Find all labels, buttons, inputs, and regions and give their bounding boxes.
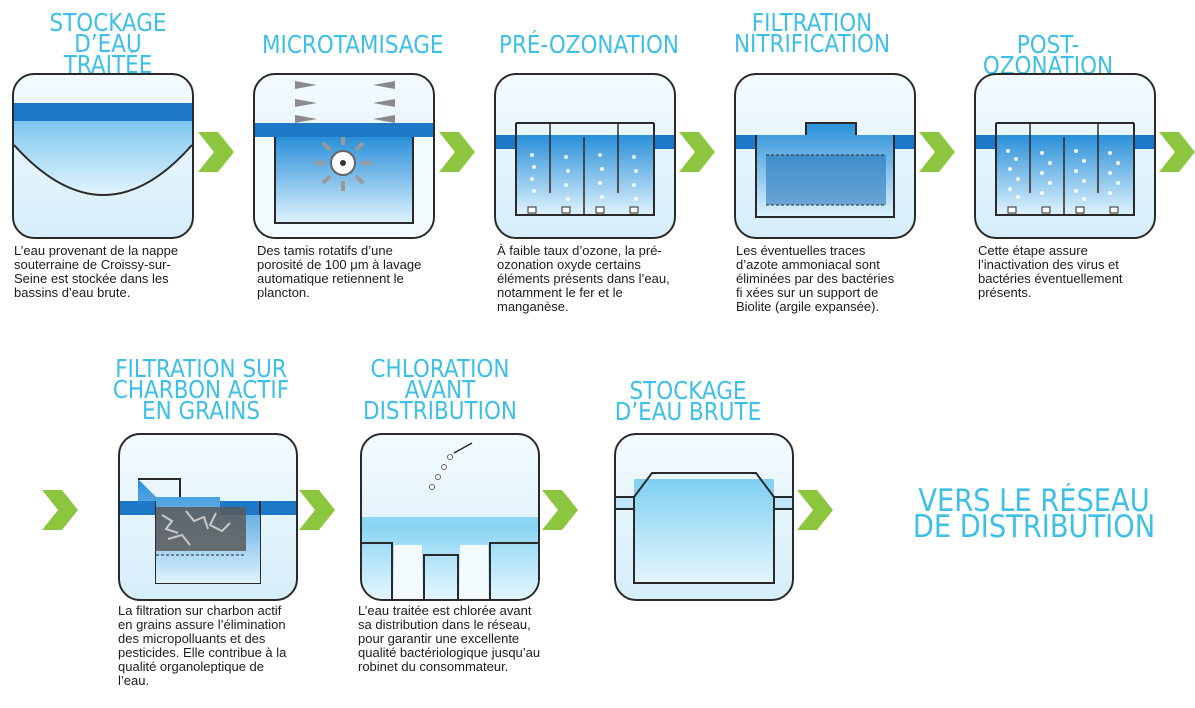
step-4-illustration <box>734 73 916 239</box>
step-8-illustration <box>614 433 794 601</box>
step-5-description: Cette étape assure l’inactivation des vi… <box>978 243 1123 300</box>
step-8-title: STOCKAGE D’EAU BRUTE <box>614 376 762 426</box>
step-3-description: À faible taux d’ozone, la pré- ozonation… <box>497 243 670 314</box>
step-2-description: Des tamis rotatifs d’une porosité de 100… <box>257 243 422 300</box>
step-6-illustration <box>118 433 298 601</box>
chevron-right-icon <box>299 490 335 530</box>
step-3-title: PRÉ-OZONATION <box>498 30 680 59</box>
step-2-title: MICROTAMISAGE <box>262 30 444 59</box>
step-6-description: La filtration sur charbon actif en grain… <box>118 604 287 688</box>
step-4-title: FILTRATION NITRIFICATION <box>733 8 891 58</box>
chevron-right-icon <box>198 132 234 172</box>
chevron-right-icon <box>919 132 955 172</box>
step-5-illustration <box>974 73 1156 239</box>
step-1-title: STOCKAGE D’EAU TRAITÉE <box>49 8 167 79</box>
final-destination-label: VERS LE RÉSEAU DE DISTRIBUTION <box>912 483 1156 545</box>
chevron-right-icon <box>439 132 475 172</box>
step-1-illustration <box>12 73 194 239</box>
step-7-title: CHLORATION AVANT DISTRIBUTION <box>363 354 517 425</box>
step-5-title: POST-OZONATION <box>982 30 1114 80</box>
chevron-right-icon <box>797 490 833 530</box>
step-2-illustration <box>253 73 435 239</box>
step-6-title: FILTRATION SUR CHARBON ACTIF EN GRAINS <box>112 354 290 425</box>
step-7-illustration <box>360 433 540 601</box>
chevron-right-icon <box>542 490 578 530</box>
step-4-description: Les éventuelles traces d’azote ammoniaca… <box>736 243 895 314</box>
chevron-right-icon <box>1159 132 1195 172</box>
step-1-description: L’eau provenant de la nappe souterraine … <box>14 243 179 300</box>
chevron-right-icon <box>679 132 715 172</box>
chevron-right-icon <box>42 490 78 530</box>
step-7-description: L’eau traitée est chlorée avant sa distr… <box>358 603 541 674</box>
step-3-illustration <box>494 73 676 239</box>
